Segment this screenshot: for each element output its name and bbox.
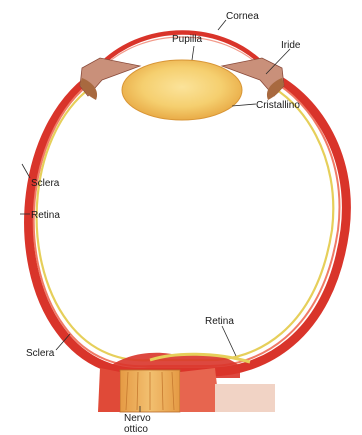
label-sclera-upper: Sclera: [31, 178, 60, 189]
label-retina-left: Retina: [31, 210, 60, 221]
label-retina-bottom: Retina: [205, 316, 234, 327]
leader-pupilla: [192, 46, 194, 60]
label-sclera-lower: Sclera: [26, 348, 55, 359]
label-cornea: Cornea: [226, 11, 259, 22]
label-pupilla: Pupilla: [172, 34, 202, 45]
crystalline-lens: [122, 60, 242, 120]
label-cristallino: Cristallino: [256, 100, 300, 111]
leader-retina-bottom: [222, 326, 236, 356]
retina-layer: [37, 84, 334, 360]
nerve-sheath-right: [180, 368, 220, 412]
leader-cornea: [218, 20, 226, 30]
nerve-base-tissue: [215, 384, 275, 412]
label-iride: Iride: [281, 40, 301, 51]
label-nervo-line2: ottico: [124, 424, 148, 435]
nerve-sheath-left: [98, 368, 120, 412]
label-nervo-line1: Nervo: [124, 413, 151, 424]
leader-sclera-upper: [22, 164, 30, 178]
